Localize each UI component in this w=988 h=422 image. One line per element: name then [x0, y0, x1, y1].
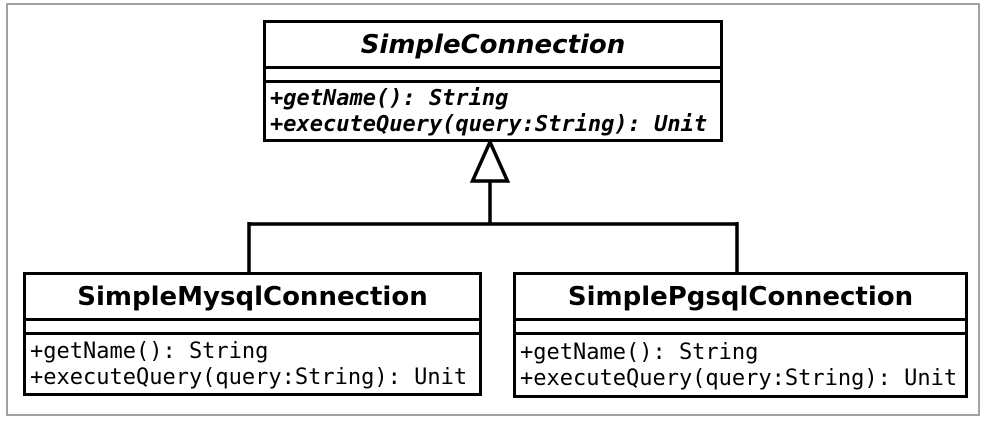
method-item: +executeQuery(query:String): Unit	[520, 365, 958, 391]
method-item: +getName(): String	[30, 338, 269, 364]
method-item: +executeQuery(query:String): Unit	[270, 111, 708, 137]
methods-compartment: +getName(): String +executeQuery(query:S…	[266, 83, 720, 139]
class-name: SimpleConnection	[266, 23, 720, 69]
methods-compartment: +getName(): String +executeQuery(query:S…	[26, 335, 479, 393]
attributes-compartment-empty	[266, 69, 720, 83]
diagram-frame	[6, 3, 980, 416]
attributes-compartment-empty	[516, 321, 965, 335]
method-item: +getName(): String	[520, 339, 759, 365]
method-item: +executeQuery(query:String): Unit	[30, 364, 468, 390]
methods-compartment: +getName(): String +executeQuery(query:S…	[516, 335, 965, 395]
class-name: SimpleMysqlConnection	[26, 275, 479, 321]
method-item: +getName(): String	[270, 85, 509, 111]
class-box-simplemysqlconnection: SimpleMysqlConnection +getName(): String…	[23, 272, 482, 396]
class-box-simplepgsqlconnection: SimplePgsqlConnection +getName(): String…	[513, 272, 968, 398]
class-box-simpleconnection: SimpleConnection +getName(): String +exe…	[263, 20, 723, 142]
attributes-compartment-empty	[26, 321, 479, 335]
class-name: SimplePgsqlConnection	[516, 275, 965, 321]
